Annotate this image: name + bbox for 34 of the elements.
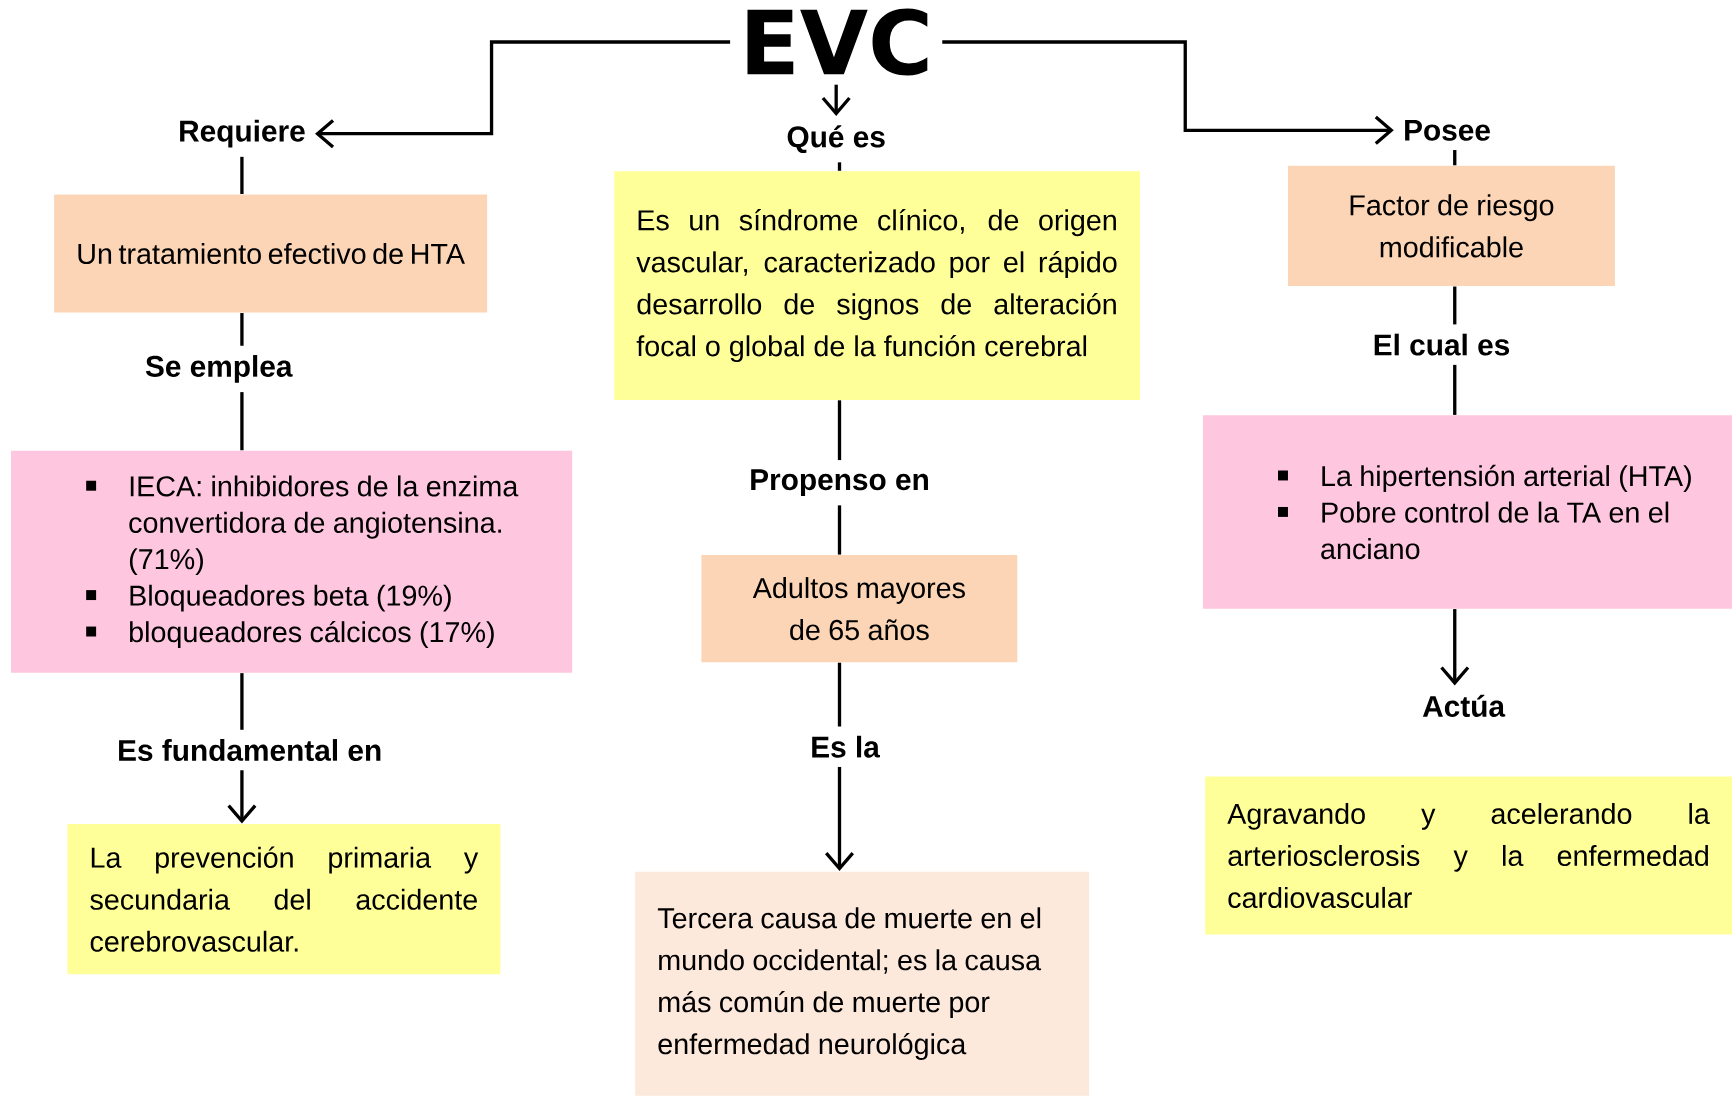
text-box: Factor de riesgo modificable [1287,165,1615,287]
connector-label: Se emplea [145,355,293,383]
arrow [825,767,854,872]
text-box: Agravando y acelerando la arteriosclerosis y la enfermedad cardiovascular [1205,776,1732,935]
connector-label: Es fundamental en [119,739,381,762]
connector-line [837,505,842,555]
connector-line [837,400,842,461]
list-box: La hipertensión arterial (HTA) Pobre control de la TA en el anciano [1202,415,1732,609]
connector-label: Es la [812,735,880,758]
text-box: Adultos mayores de 65 años [701,555,1018,663]
connector-line [837,162,842,171]
connector-line [240,392,244,451]
connector-label: Actúa [1422,694,1506,717]
arrow [315,40,731,149]
text-box: Es un síndrome clínico, de origen vascular, caracterizado por el rápido desarrollo de signos de alteración focal o global de la función cerebral [614,171,1140,400]
connector-line [240,156,244,195]
arrow [1440,609,1470,686]
connector-line [1453,286,1457,325]
connector-line [240,313,244,346]
arrow [942,40,1394,145]
connector-line [240,673,244,730]
text-box: Tercera causa de muerte en el mundo occidental; es la causa más común de muerte por enfermedad neurológica [635,871,1090,1096]
connector-label: Requiere [180,119,305,148]
text-box: La prevención primaria y secundaria del accidente cerebrovascular. [67,824,501,975]
connector-line [1453,364,1457,415]
connector-label: Qué es [787,125,885,154]
list-box: IECA: inhibidores de la enzima convertidora de angiotensina. (71%) Bloqueadores beta (19%) bloqueadores cálcicos (17%) [11,450,573,673]
connector-line [837,662,842,727]
connector-label: Propenso en [751,469,928,497]
connector-label: El cual es [1374,333,1510,356]
title-text: EVC [747,8,928,76]
text-box: Un tratamiento efectivo de HTA [54,194,488,313]
connector-label: Posee [1405,120,1490,141]
connector-line [1453,150,1457,166]
